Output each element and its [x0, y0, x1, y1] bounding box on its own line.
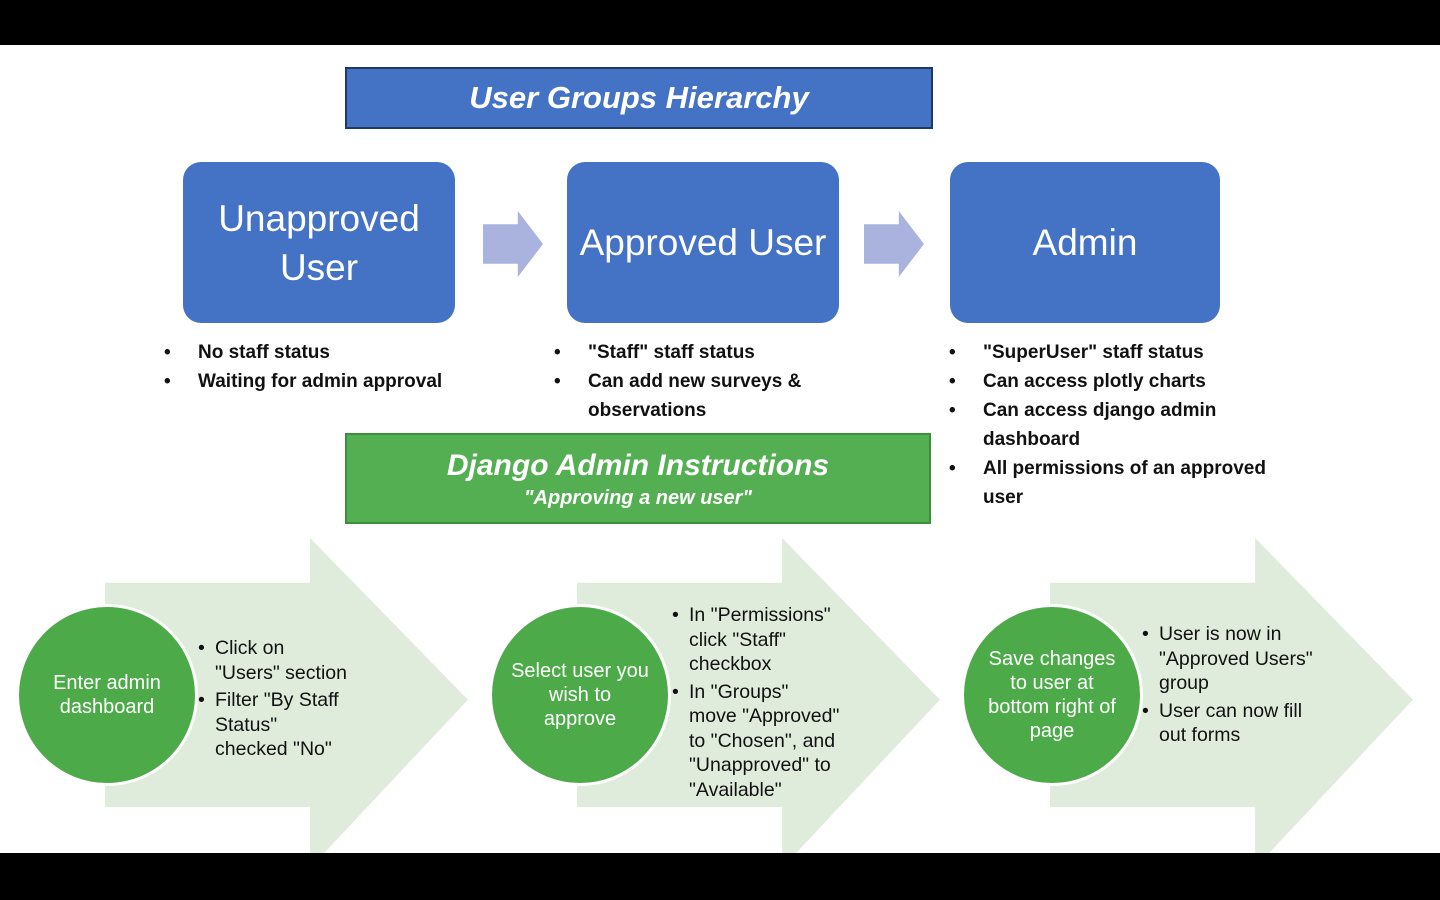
bullet-text: In "Permissions" click "Staff" checkbox	[689, 604, 831, 675]
step-circle-enter-dashboard: Enter admin dashboard	[16, 604, 198, 786]
bullet-text: Waiting for admin approval	[198, 371, 443, 392]
instructions-title-banner: Django Admin Instructions "Approving a n…	[345, 433, 931, 524]
step-label: Save changes to user at bottom right of …	[988, 648, 1116, 742]
step-1-bullet-list: Click on "Users" section Filter "By Staf…	[198, 636, 353, 765]
list-item: Can access django admin dashboard	[945, 396, 1285, 454]
bullet-text: User can now fill out forms	[1159, 699, 1303, 747]
list-item: User is now in "Approved Users" group	[1142, 622, 1314, 696]
list-item: No staff status	[160, 338, 480, 367]
list-item: Can access plotly charts	[945, 367, 1285, 396]
list-item: Click on "Users" section	[198, 636, 353, 685]
bullet-text: No staff status	[198, 342, 330, 363]
hierarchy-title: User Groups Hierarchy	[469, 80, 809, 115]
arrow-right-icon	[483, 211, 543, 277]
step-2-bullet-list: In "Permissions" click "Staff" checkbox …	[672, 603, 840, 805]
instructions-subtitle: "Approving a new user"	[524, 486, 752, 509]
bullet-text: Filter "By Staff Status" checked "No"	[215, 689, 339, 760]
arrow-right-icon	[864, 211, 924, 277]
list-item: In "Permissions" click "Staff" checkbox	[672, 603, 840, 677]
step-circle-save-changes: Save changes to user at bottom right of …	[961, 604, 1143, 786]
letterbox-bottom-bar	[0, 853, 1440, 900]
node-approved-user: Approved User	[567, 162, 839, 323]
list-item: "SuperUser" staff status	[945, 338, 1285, 367]
node-label: Admin	[1032, 222, 1138, 263]
node-label: Approved User	[579, 222, 827, 263]
hierarchy-title-banner: User Groups Hierarchy	[345, 67, 933, 129]
node-unapproved-user: Unapproved User	[183, 162, 455, 323]
bullet-text: Click on "Users" section	[215, 637, 347, 684]
step-label: Select user you wish to approve	[511, 660, 649, 730]
instructions-title: Django Admin Instructions	[446, 448, 830, 482]
bullet-text: Can add new surveys & observations	[588, 371, 802, 421]
step-circle-select-user: Select user you wish to approve	[489, 604, 671, 786]
bullet-text: "Staff" staff status	[588, 342, 755, 363]
bullet-text: "SuperUser" staff status	[983, 342, 1204, 363]
node-label: Unapproved User	[218, 197, 420, 288]
approved-user-bullet-list: "Staff" staff status Can add new surveys…	[550, 338, 832, 425]
unapproved-user-bullet-list: No staff status Waiting for admin approv…	[160, 338, 480, 396]
bullet-text: Can access plotly charts	[983, 371, 1206, 392]
list-item: User can now fill out forms	[1142, 699, 1314, 748]
admin-bullet-list: "SuperUser" staff status Can access plot…	[945, 338, 1285, 512]
node-admin: Admin	[950, 162, 1220, 323]
list-item: In "Groups" move "Approved" to "Chosen",…	[672, 680, 840, 803]
list-item: "Staff" staff status	[550, 338, 832, 367]
list-item: Waiting for admin approval	[160, 367, 480, 396]
list-item: Filter "By Staff Status" checked "No"	[198, 688, 353, 762]
bullet-text: Can access django admin dashboard	[983, 400, 1217, 450]
step-3-bullet-list: User is now in "Approved Users" group Us…	[1142, 622, 1314, 751]
letterbox-top-bar	[0, 0, 1440, 45]
list-item: All permissions of an approved user	[945, 454, 1285, 512]
step-label: Enter admin dashboard	[53, 672, 161, 718]
list-item: Can add new surveys & observations	[550, 367, 832, 425]
bullet-text: In "Groups" move "Approved" to "Chosen",…	[689, 680, 840, 801]
bullet-text: All permissions of an approved user	[983, 458, 1266, 508]
bullet-text: User is now in "Approved Users" group	[1159, 623, 1313, 694]
